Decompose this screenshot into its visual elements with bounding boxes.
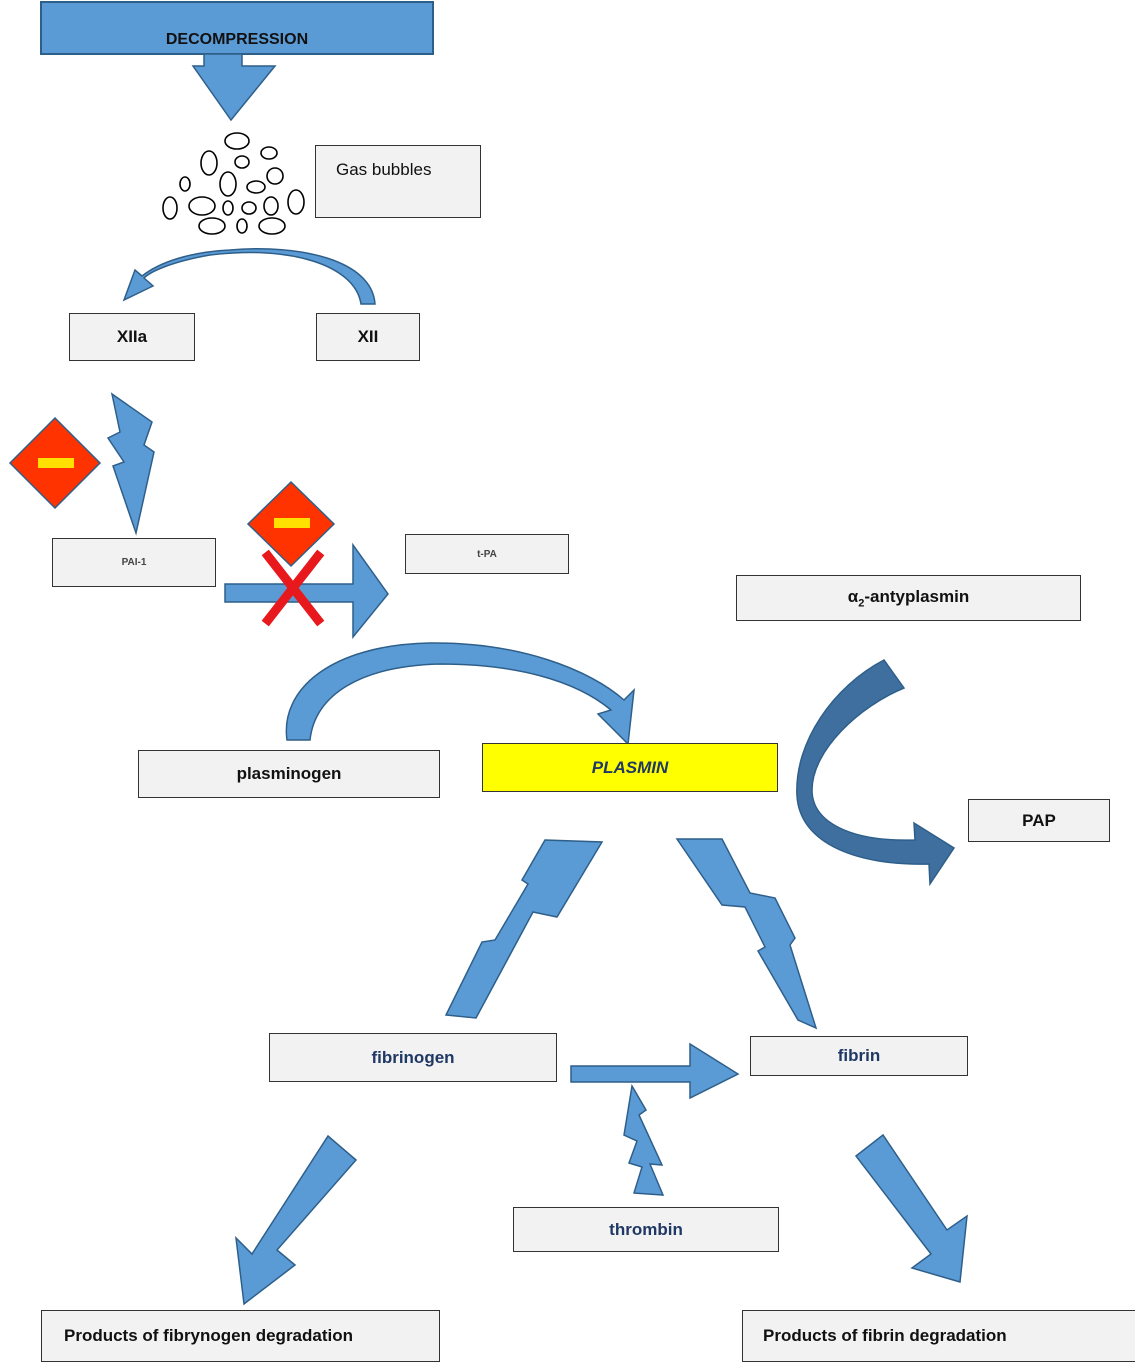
thrombin-label: thrombin [609, 1219, 683, 1239]
decompression-label: DECOMPRESSION [166, 31, 308, 48]
fibrin-products-label: Products of fibrin degradation [763, 1326, 1007, 1345]
curved-arrow-icon [796, 659, 956, 887]
lightning-arrow-icon [444, 839, 604, 1019]
block-arrow-icon [224, 542, 389, 640]
diagonal-arrow-icon [234, 1134, 358, 1306]
xii-box: XII [316, 313, 420, 361]
pap-box: PAP [968, 799, 1110, 842]
plasmin-box: PLASMIN [482, 743, 778, 792]
gas-bubbles-label: Gas bubbles [336, 160, 432, 179]
pai1-label: PAI-1 [121, 557, 147, 568]
lightning-arrow-icon [675, 838, 818, 1030]
thrombin-box: thrombin [513, 1207, 779, 1252]
pap-label: PAP [1022, 810, 1056, 830]
xiia-label: XIIa [116, 327, 148, 346]
alpha2-antiplasmin-box: α2-antyplasmin [736, 575, 1081, 621]
xiia-box: XIIa [69, 313, 195, 361]
fibrinogen-label: fibrinogen [371, 1047, 455, 1067]
plasminogen-label: plasminogen [236, 764, 342, 783]
tpa-box: t-PA [405, 534, 569, 574]
fibrinogen-products-label: Products of fibrynogen degradation [64, 1326, 354, 1345]
plasmin-label: PLASMIN [591, 757, 669, 777]
inhibition-diamond-icon [246, 480, 336, 568]
fibrin-box: fibrin [750, 1036, 968, 1076]
gas-bubbles-box: Gas bubbles [315, 145, 481, 218]
pai1-box: PAI-1 [52, 538, 216, 587]
alpha2-antiplasmin-label: α2-antyplasmin [847, 586, 970, 610]
fibrinogen-products-box: Products of fibrynogen degradation [41, 1310, 440, 1362]
lightning-arrow-icon [623, 1083, 665, 1196]
fibrinogen-box: fibrinogen [269, 1033, 557, 1082]
xii-label: XII [357, 327, 379, 346]
inhibition-diamond-icon [8, 416, 102, 510]
lightning-arrow-icon [106, 392, 155, 536]
gas-bubbles-icon [162, 132, 305, 235]
block-arrow-icon [570, 1042, 740, 1100]
decompression-banner [40, 1, 434, 55]
plasminogen-box: plasminogen [138, 750, 440, 798]
curved-arrow-icon [285, 642, 635, 746]
down-arrow-icon [191, 53, 277, 122]
cross-icon [261, 549, 325, 627]
diagonal-arrow-icon [854, 1133, 968, 1283]
fibrin-label: fibrin [837, 1046, 881, 1065]
curved-arrow-icon [122, 248, 376, 305]
tpa-label: t-PA [477, 548, 497, 560]
fibrin-products-box: Products of fibrin degradation [742, 1310, 1135, 1362]
